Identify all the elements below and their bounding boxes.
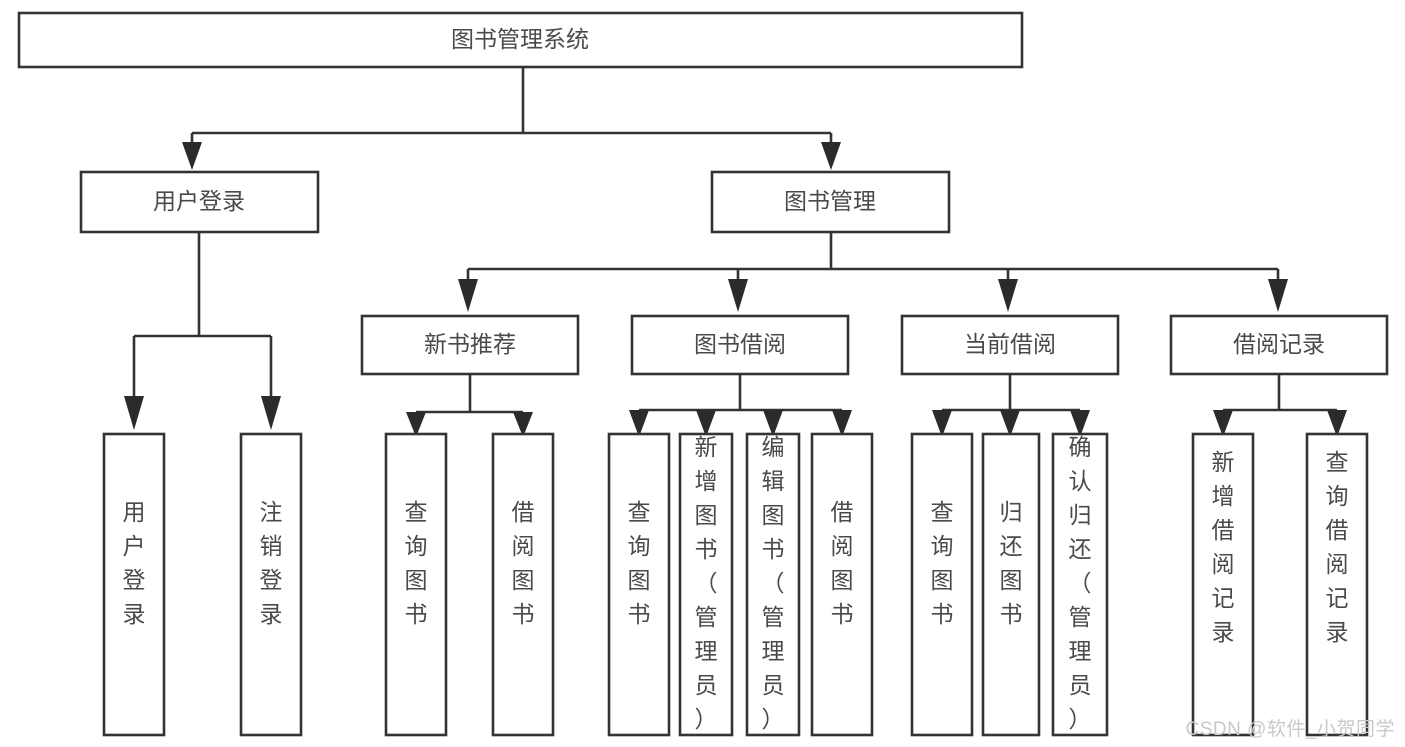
leaf-node[interactable]: 新增借阅记录 [1191,432,1255,737]
node-root-system[interactable]: 图书管理系统 [17,11,1024,69]
connector-group-root [182,67,841,170]
leaf-label-borrow-record-1: 新增借阅记录 [1212,449,1235,645]
leaf-node[interactable]: 新增图书（管理员） [678,432,734,737]
node-current-borrow-label: 当前借阅 [964,331,1056,357]
node-new-book-recommend-box[interactable] [360,314,580,376]
node-current-borrow-box[interactable] [900,314,1120,376]
leaf-node[interactable]: 查询图书 [910,432,974,737]
arrow-head-icon [124,396,144,430]
leaf-box-current-borrow-2[interactable] [981,432,1041,737]
leaf-label-user-login-2: 注销登录 [260,499,283,627]
leaf-label-book-borrow-3: 编辑图书（管理员） [762,434,785,732]
leaf-box-user-login-2[interactable] [239,432,303,737]
leaf-node[interactable]: 借阅图书 [810,432,874,737]
node-book-management[interactable]: 图书管理 [710,170,951,234]
arrow-head-icon [513,412,533,437]
arrow-head-icon [629,410,649,437]
arrow-head-icon [1000,410,1020,437]
leaf-box-book-borrow-2[interactable] [678,432,734,737]
leaf-box-book-borrow-3[interactable] [745,432,801,737]
node-current-borrow[interactable]: 当前借阅 [900,314,1120,376]
node-book-management-box[interactable] [710,170,951,234]
connector-group-current-borrow [932,374,1090,437]
node-book-management-label: 图书管理 [784,188,876,214]
leaf-node[interactable]: 注销登录 [239,432,303,737]
leaf-box-new-book-2[interactable] [491,432,555,737]
node-book-borrow-label: 图书借阅 [694,331,786,357]
leaf-node[interactable]: 借阅图书 [491,432,555,737]
leaf-node[interactable]: 查询借阅记录 [1305,432,1369,737]
leaf-label-book-borrow-4: 借阅图书 [831,499,854,627]
arrow-head-icon [728,279,748,312]
node-user-login-box[interactable] [79,170,320,234]
arrow-head-icon [696,410,716,437]
node-user-login-label: 用户登录 [153,188,245,214]
arrow-head-icon [458,279,478,312]
node-new-book-recommend-label: 新书推荐 [424,331,516,357]
node-borrow-record-box[interactable] [1169,314,1389,376]
connector-group-new-book [406,374,533,437]
connector-group-user-login [124,232,281,430]
leaf-node[interactable]: 查询图书 [607,432,671,737]
node-new-book-recommend[interactable]: 新书推荐 [360,314,580,376]
node-root-box[interactable] [17,11,1024,69]
node-book-borrow-box[interactable] [630,314,850,376]
arrow-head-icon [1268,279,1288,312]
arrow-head-icon [763,410,783,437]
leaf-box-book-borrow-4[interactable] [810,432,874,737]
leaf-box-current-borrow-3[interactable] [1051,432,1109,737]
leaf-box-book-borrow-1[interactable] [607,432,671,737]
connector-group-book-borrow [629,374,852,437]
arrow-head-icon [1327,410,1347,437]
leaf-box-borrow-record-2[interactable] [1305,432,1369,737]
connector-group-book-management [458,232,1288,312]
leaf-node[interactable]: 查询图书 [384,432,448,737]
leaf-label-user-login-1: 用户登录 [123,499,146,627]
connector-group-borrow-record [1213,375,1347,437]
arrow-head-icon [261,396,281,430]
arrow-head-icon [1213,410,1233,437]
leaf-box-new-book-1[interactable] [384,432,448,737]
node-book-borrow[interactable]: 图书借阅 [630,314,850,376]
leaf-label-borrow-record-2: 查询借阅记录 [1326,449,1349,645]
leaf-label-current-borrow-3: 确认归还（管理员） [1069,434,1092,732]
leaf-box-current-borrow-1[interactable] [910,432,974,737]
leaf-box-user-login-1[interactable] [102,432,166,737]
node-root-label: 图书管理系统 [451,26,589,52]
leaf-label-book-borrow-2: 新增图书（管理员） [695,434,718,732]
leaf-node[interactable]: 归还图书 [981,432,1041,737]
leaf-label-new-book-2: 借阅图书 [512,499,535,627]
arrow-head-icon [932,410,952,437]
leaf-node[interactable]: 确认归还（管理员） [1051,432,1109,737]
leaf-label-book-borrow-1: 查询图书 [628,499,651,627]
arrow-head-icon [1070,410,1090,437]
leaf-node[interactable]: 用户登录 [102,432,166,737]
leaf-label-new-book-1: 查询图书 [405,499,428,627]
leaf-box-borrow-record-1[interactable] [1191,432,1255,737]
node-borrow-record[interactable]: 借阅记录 [1169,314,1389,376]
leaf-node[interactable]: 编辑图书（管理员） [745,432,801,737]
node-user-login[interactable]: 用户登录 [79,170,320,234]
arrow-head-icon [182,142,202,170]
arrow-head-icon [832,410,852,437]
arrow-head-icon [406,412,426,437]
arrow-head-icon [998,279,1018,312]
leaf-label-current-borrow-1: 查询图书 [931,499,954,627]
arrow-head-icon [821,142,841,170]
leaf-label-current-borrow-2: 归还图书 [1000,499,1023,627]
node-borrow-record-label: 借阅记录 [1233,331,1325,357]
